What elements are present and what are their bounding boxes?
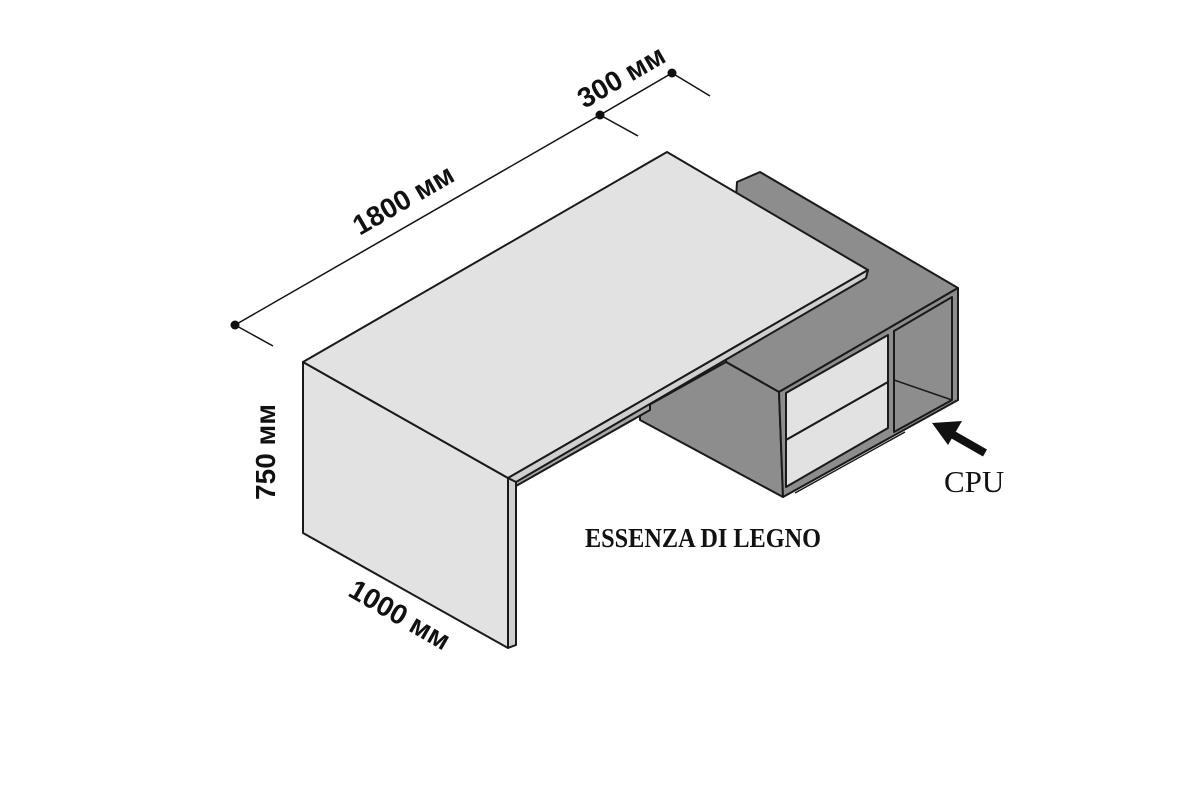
desktop-edge	[507, 269, 869, 483]
drawer-bottom	[785, 381, 889, 488]
dimension-dot	[595, 110, 605, 120]
height-label: 750 мм	[250, 404, 281, 500]
arrow-icon	[932, 421, 987, 457]
desk-leg-edge	[507, 473, 517, 649]
dimension-lines	[234, 72, 711, 347]
dimension-dot	[230, 320, 240, 330]
material-label: ESSENZA DI LEGNO	[585, 523, 821, 553]
cpu-label: CPU	[944, 464, 1004, 499]
dimension-dot	[667, 68, 677, 78]
